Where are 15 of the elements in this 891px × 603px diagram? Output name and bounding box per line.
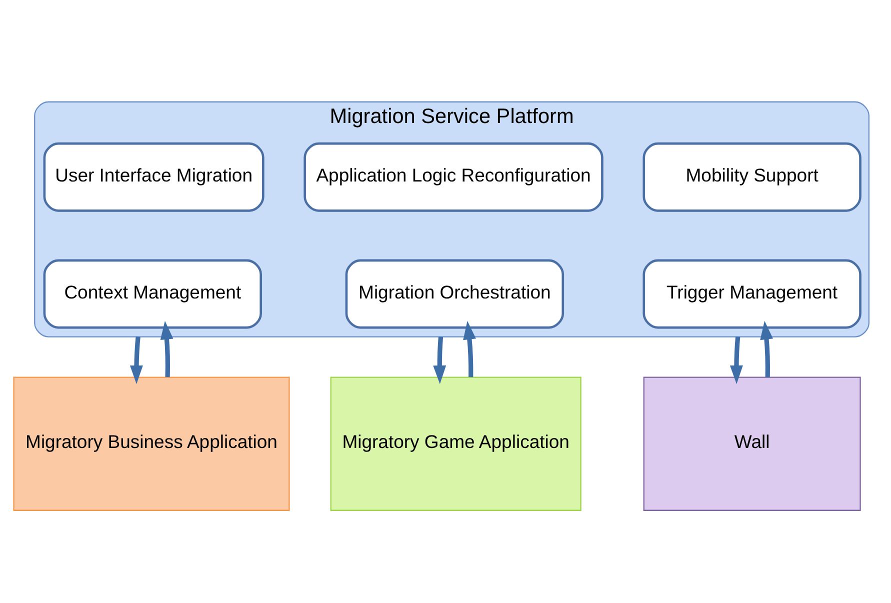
arrow (160, 320, 173, 378)
node-box: Migratory Game Application (330, 376, 581, 511)
node-box: Context Management (42, 259, 262, 329)
arrow (729, 336, 742, 384)
arrow (760, 320, 773, 378)
node-box: Mobility Support (642, 142, 861, 212)
node-box: User Interface Migration (42, 142, 264, 212)
node-box: Trigger Management (642, 259, 861, 329)
arrow (129, 336, 142, 384)
node-box: Migratory Business Application (12, 376, 290, 511)
arrow (462, 320, 476, 378)
node-box: Wall (642, 376, 860, 511)
node-box: Migration Orchestration (344, 259, 564, 329)
node-box: Application Logic Reconfiguration (303, 142, 603, 212)
arrow (432, 336, 446, 384)
